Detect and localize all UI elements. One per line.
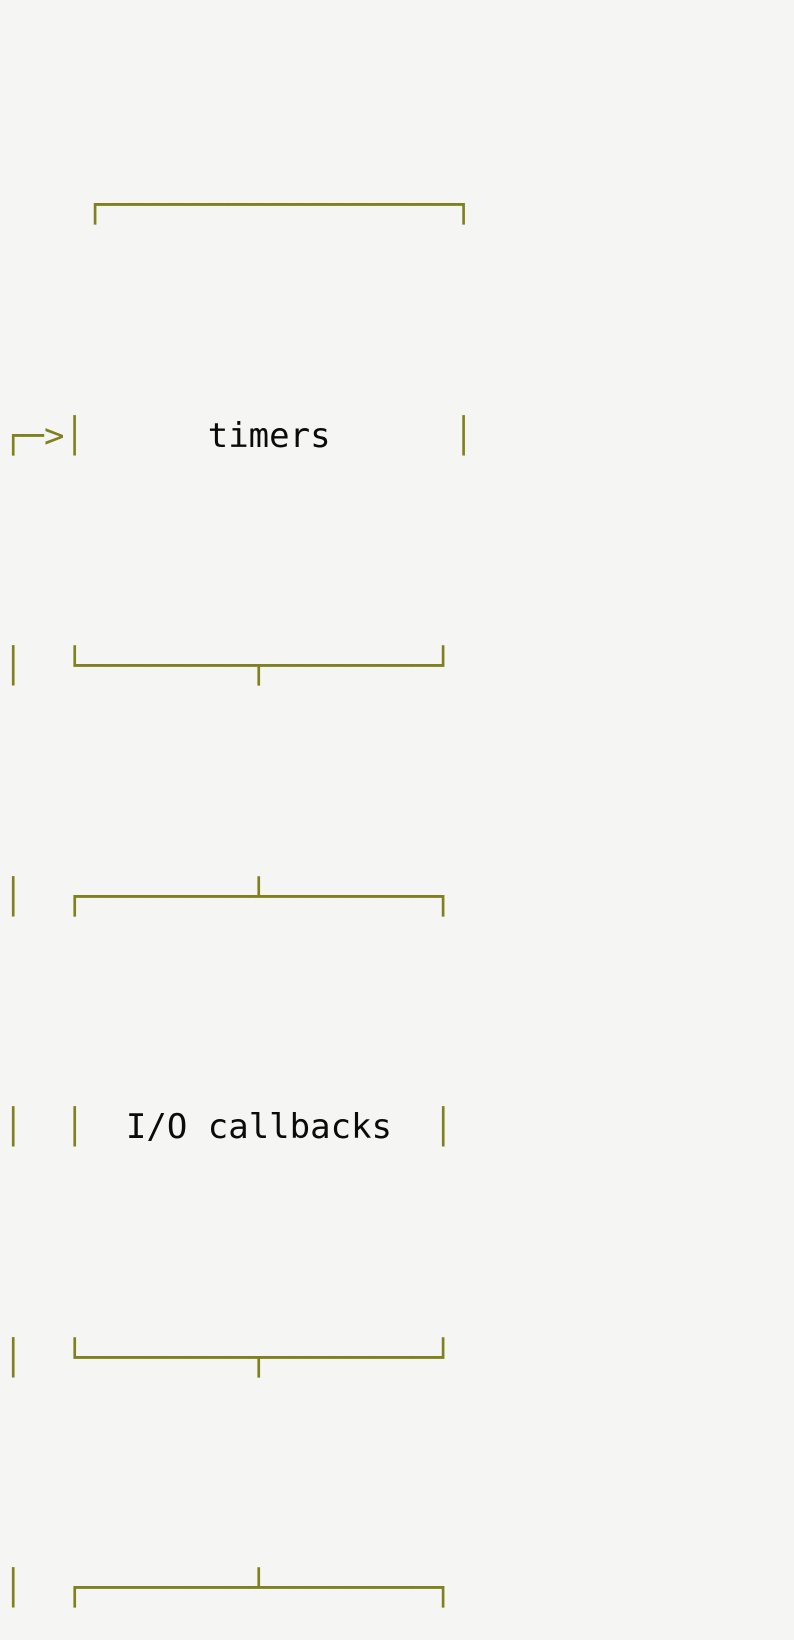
io-callbacks-box-top-border: ┌────────┴────────┐ xyxy=(64,876,454,917)
ascii-canvas: ┌─────────────────┐ ┌─>│ timers │ │ └───… xyxy=(3,0,794,1640)
io-callbacks-box-left-wall: │ xyxy=(64,1107,85,1148)
pad xyxy=(23,877,64,917)
diagram-row: │ ┌────────┴────────┐ xyxy=(3,1565,794,1611)
timers-box-right-wall: │ xyxy=(453,415,474,456)
phase-label-timers[interactable]: timers xyxy=(207,415,331,456)
diagram-row: │ └────────┬────────┘ xyxy=(3,1335,794,1381)
loop-entry-arrow-icon: ┌─> xyxy=(3,415,65,456)
io-callbacks-box-right-wall: │ xyxy=(432,1107,454,1148)
diagram-row: │ └────────┬────────┘ xyxy=(3,643,794,689)
timers-box-left-wall: │ xyxy=(64,415,85,456)
pad xyxy=(85,416,208,456)
loop-left-rail: │ xyxy=(3,1107,24,1148)
diagram-row: │ │ I/O callbacks │ xyxy=(3,1104,794,1150)
phase-label-io-callbacks[interactable]: I/O callbacks xyxy=(125,1107,392,1148)
diagram-row: │ ┌────────┴────────┐ xyxy=(3,874,794,920)
pad xyxy=(331,416,454,456)
pad xyxy=(392,1107,433,1147)
pad xyxy=(23,1568,64,1608)
loop-left-rail: │ xyxy=(3,876,24,917)
loop-left-rail: │ xyxy=(3,1337,24,1378)
pad xyxy=(23,1107,64,1147)
diagram-row: ┌─>│ timers │ xyxy=(3,413,794,459)
pad xyxy=(85,1107,126,1147)
timers-box-bottom-border: └────────┬────────┘ xyxy=(64,646,454,687)
loop-left-rail: │ xyxy=(3,1568,24,1609)
loop-left-rail: │ xyxy=(3,646,24,687)
diagram-row: ┌─────────────────┐ xyxy=(3,182,794,228)
pad xyxy=(23,646,64,686)
pad xyxy=(23,1338,64,1378)
timers-box-top-border: ┌─────────────────┐ xyxy=(84,185,474,226)
indent xyxy=(3,185,85,225)
idle-prepare-box-top-border: ┌────────┴────────┐ xyxy=(64,1568,454,1609)
io-callbacks-box-bottom-border: └────────┬────────┘ xyxy=(64,1337,454,1378)
event-loop-diagram: ┌─────────────────┐ ┌─>│ timers │ │ └───… xyxy=(3,185,474,1609)
